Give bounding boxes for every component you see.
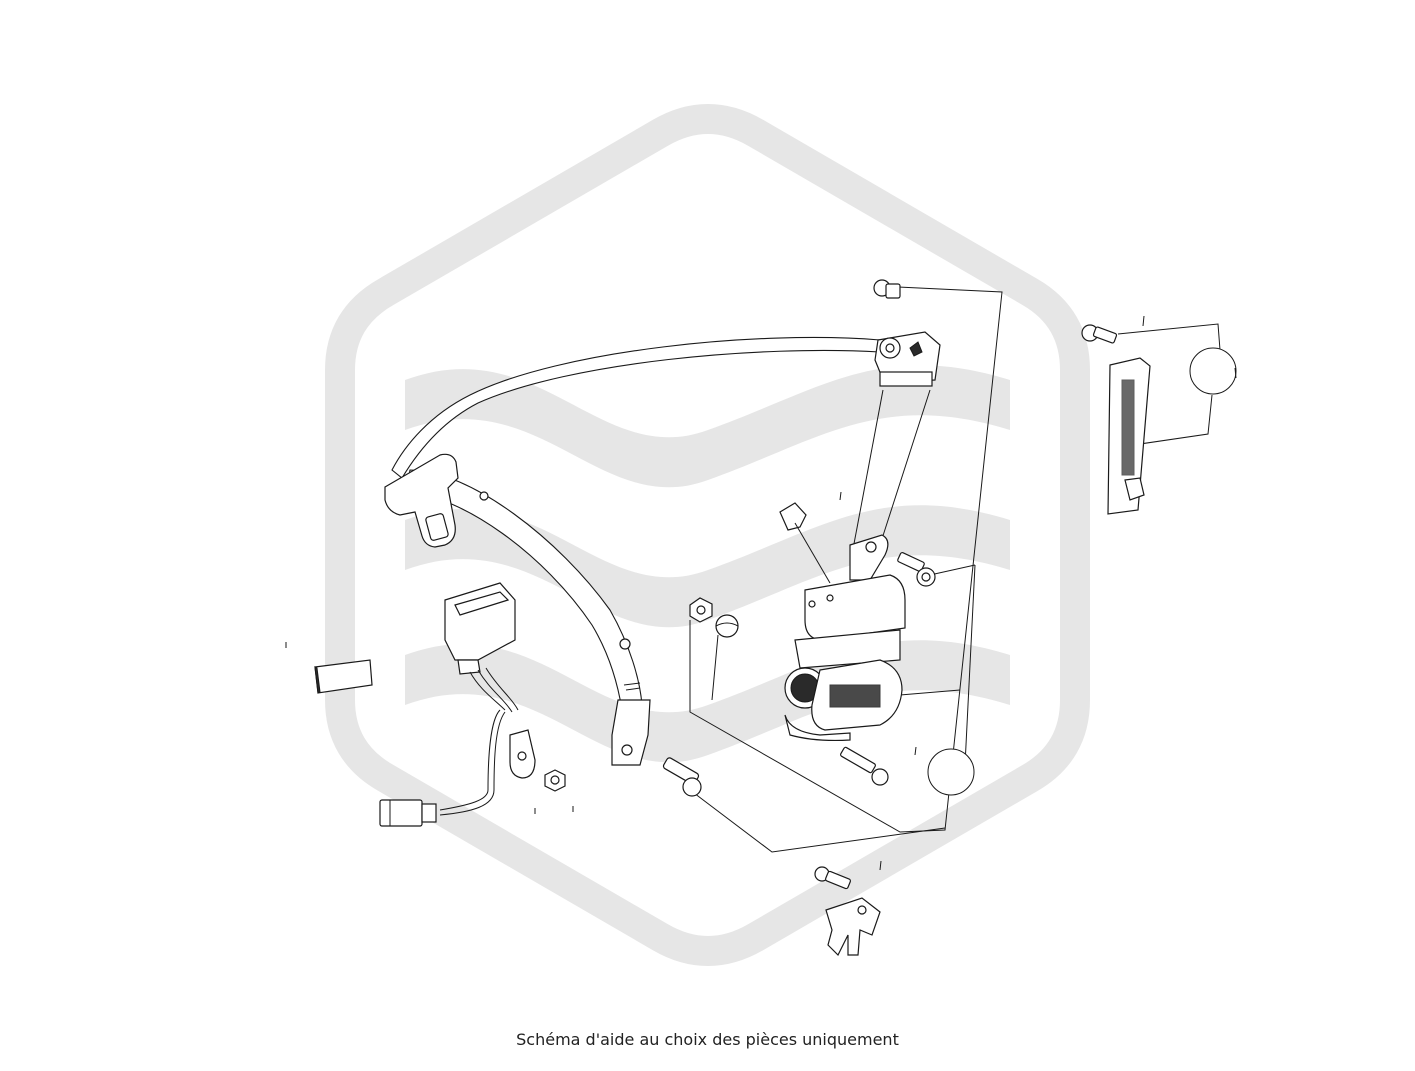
leader-lines: [689, 286, 1221, 853]
reference-ticks: [285, 315, 1237, 871]
mounting-bracket: [825, 897, 881, 957]
bracket-bolt: [814, 866, 851, 890]
retractor: [784, 534, 906, 742]
latch-plate: [384, 453, 459, 548]
shoulder-bolt: [662, 757, 702, 797]
cover-cap: [715, 614, 739, 638]
clip-nut: [689, 597, 713, 623]
height-adjuster-rail: [1081, 324, 1151, 515]
belt-guide-clip: [779, 502, 831, 584]
callout-circle-right: [1189, 347, 1237, 395]
anchor-bolt-top: [873, 279, 901, 299]
upper-anchor: [849, 331, 941, 566]
label-sticker: [314, 659, 373, 694]
electrical-connector: [379, 799, 437, 827]
diagram-caption: Schéma d'aide au choix des pièces unique…: [516, 1030, 899, 1049]
callout-circle-bottom: [927, 748, 975, 796]
hex-nut: [544, 769, 566, 792]
retractor-bolt-right: [897, 552, 936, 587]
buckle-assembly: [439, 582, 536, 816]
lower-anchor-tongue: [611, 699, 651, 766]
retractor-bolt-bottom: [840, 746, 889, 786]
